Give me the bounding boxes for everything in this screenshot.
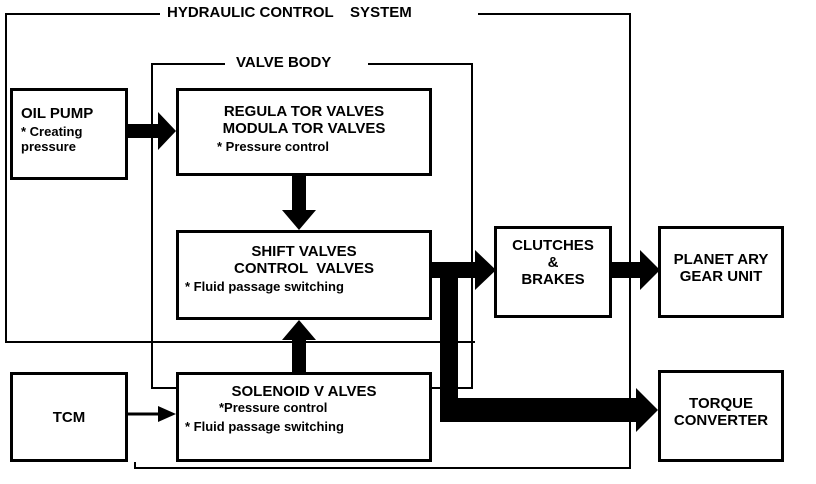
arrow-shift-to-clutches	[430, 250, 496, 290]
valve-body-label: VALVE BODY	[230, 54, 338, 72]
arrow-regulator-to-shift	[282, 176, 316, 230]
shift-line2: CONTROL VALVES	[233, 260, 374, 277]
clutches-brakes-box: CLUTCHES & BRAKES	[494, 226, 612, 318]
regulator-line2: MODULA TOR VALVES	[222, 120, 386, 137]
torque-line2: CONVERTER	[673, 412, 769, 429]
arrow-clutches-to-planetary	[612, 250, 660, 290]
planetary-gear-box: PLANET ARY GEAR UNIT	[658, 226, 784, 318]
regulator-valves-box: REGULA TOR VALVES MODULA TOR VALVES * Pr…	[176, 88, 432, 176]
torque-line1: TORQUE	[689, 395, 753, 412]
hydraulic-system-label: HYDRAULIC CONTROL SYSTEM	[163, 4, 416, 22]
tcm-title: TCM	[52, 408, 86, 426]
regulator-line1: REGULA TOR VALVES	[223, 103, 385, 120]
solenoid-note2: * Fluid passage switching	[185, 419, 344, 434]
shift-line1: SHIFT VALVES	[251, 243, 357, 260]
hydraulic-system-boundary-bottom	[134, 462, 440, 469]
valve-body-boundary	[151, 63, 225, 389]
regulator-note: * Pressure control	[217, 139, 329, 154]
planetary-line2: GEAR UNIT	[679, 268, 763, 285]
arrow-tcm-to-solenoid-head	[158, 406, 176, 422]
shift-note: * Fluid passage switching	[185, 279, 344, 294]
hydraulic-system-boundary-right	[440, 13, 631, 469]
arrow-solenoid-to-shift	[282, 320, 316, 372]
arrow-shift-to-torque	[440, 270, 658, 432]
oil-pump-title: OIL PUMP	[21, 105, 94, 122]
solenoid-valves-box: SOLENOID V ALVES *Pressure control * Flu…	[176, 372, 432, 462]
solenoid-note1: *Pressure control	[219, 400, 328, 415]
oil-pump-box: OIL PUMP * Creating pressure	[10, 88, 128, 180]
clutches-line1: CLUTCHES	[512, 237, 594, 254]
oil-pump-note1: * Creating	[21, 124, 83, 139]
tcm-box: TCM	[10, 372, 128, 462]
torque-converter-box: TORQUE CONVERTER	[658, 370, 784, 462]
clutches-line2: &	[547, 254, 559, 271]
solenoid-line1: SOLENOID V ALVES	[231, 383, 377, 400]
shift-valves-box: SHIFT VALVES CONTROL VALVES * Fluid pass…	[176, 230, 432, 320]
clutches-line3: BRAKES	[521, 271, 585, 288]
planetary-line1: PLANET ARY	[673, 251, 769, 268]
oil-pump-note2: pressure	[21, 139, 76, 154]
arrow-oilpump-to-regulator	[128, 112, 176, 150]
hydraulic-system-boundary	[5, 13, 475, 343]
